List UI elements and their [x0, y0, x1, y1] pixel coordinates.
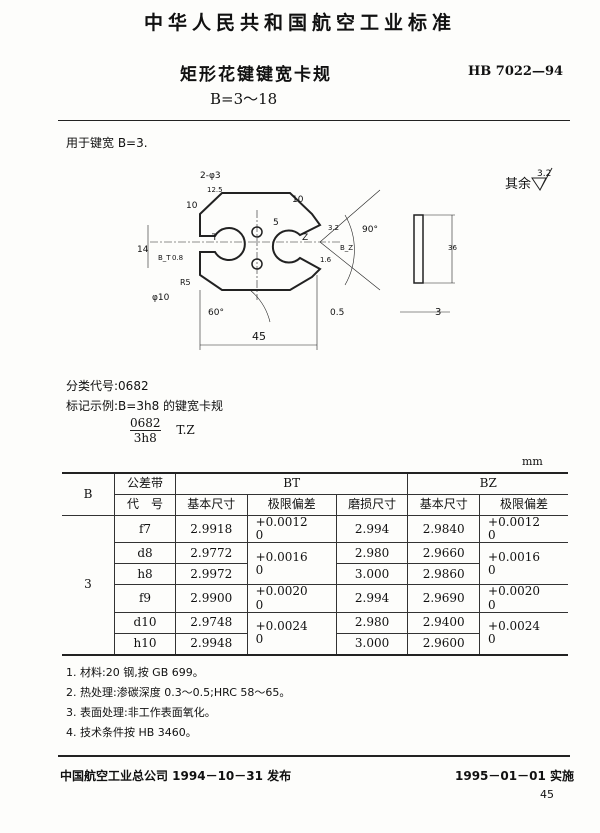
svg-text:φ10: φ10 — [152, 293, 170, 303]
note: 2. 热处理:渗碳深度 0.3～0.5;HRC 58～65。 — [66, 686, 291, 699]
svg-text:B_T: B_T — [158, 254, 171, 262]
side-view — [413, 214, 424, 284]
svg-text:0.8: 0.8 — [172, 254, 183, 262]
standard-code: HB 7022—94 — [468, 64, 564, 79]
technical-drawing: 2-φ3 12.5 10 10 5 T Z 14 B_T 0.8 φ10 R5 … — [137, 167, 553, 350]
roughness-value: 3.2 — [537, 169, 551, 179]
svg-text:1.6: 1.6 — [320, 256, 332, 264]
issued-date: 中国航空工业总公司 1994－10－31 发布 — [60, 769, 292, 783]
roughness-symbol-icon — [531, 167, 553, 191]
footer-divider — [58, 755, 570, 757]
svg-text:10: 10 — [292, 195, 304, 205]
svg-text:B_Z: B_Z — [340, 244, 353, 252]
svg-text:Z: Z — [302, 233, 308, 243]
svg-text:14: 14 — [137, 245, 149, 255]
svg-text:36: 36 — [448, 244, 457, 252]
usage-text: 用于键宽 B=3. — [66, 136, 148, 150]
svg-text:12.5: 12.5 — [207, 186, 223, 194]
svg-text:T: T — [211, 233, 218, 243]
note: 3. 表面处理:非工作表面氧化。 — [66, 706, 216, 719]
svg-text:3: 3 — [435, 307, 441, 318]
header-divider — [58, 120, 570, 121]
svg-text:R5: R5 — [180, 278, 191, 287]
svg-text:60°: 60° — [208, 308, 224, 318]
marking-example: 标记示例:B=3h8 的键宽卡规 — [66, 399, 224, 413]
page-number: 45 — [540, 788, 554, 801]
classification-code: 分类代号:0682 — [66, 379, 149, 393]
svg-text:90°: 90° — [362, 225, 378, 235]
dim-label: 2-φ3 — [200, 171, 221, 181]
note: 1. 材料:20 钢,按 GB 699。 — [66, 666, 204, 679]
svg-text:3.2: 3.2 — [328, 224, 339, 232]
gauge-outline — [199, 192, 322, 291]
unit-label: mm — [522, 455, 543, 468]
doc-subtitle: B=3～18 — [210, 90, 278, 108]
svg-text:5: 5 — [273, 218, 279, 228]
tolerance-table: B 公差带 BT BZ 代 号 基本尺寸极限偏差磨损尺寸 基本尺寸极限偏差 3 … — [62, 472, 568, 656]
svg-text:10: 10 — [186, 201, 198, 211]
roughness-note: 其余 — [505, 176, 531, 192]
note: 4. 技术条件按 HB 3460。 — [66, 726, 197, 739]
svg-text:45: 45 — [252, 330, 266, 343]
svg-text:0.5: 0.5 — [330, 308, 344, 318]
effective-date: 1995－01－01 实施 — [455, 769, 574, 783]
doc-title: 矩形花键键宽卡规 — [180, 65, 332, 85]
standard-org: 中华人民共和国航空工业标准 — [143, 12, 456, 34]
